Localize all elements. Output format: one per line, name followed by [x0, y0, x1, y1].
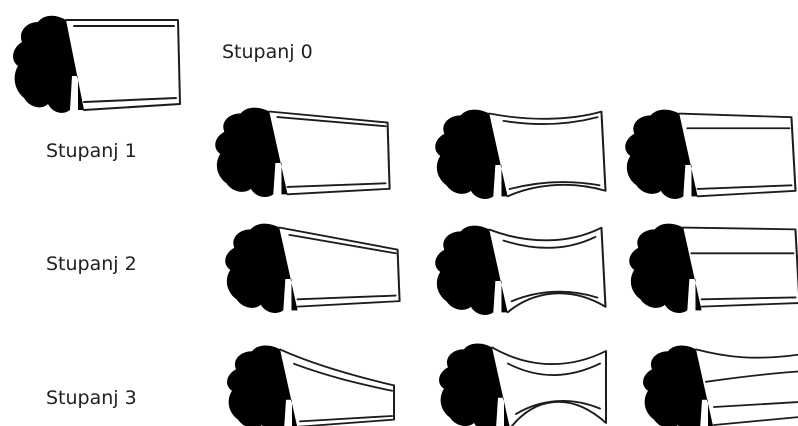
vertebra-grade-2-biconcave: [435, 226, 605, 315]
vertebra-grade-1-crush: [625, 110, 795, 199]
vertebra-grade-2-crush: [629, 224, 798, 313]
vertebra-grade-3-crush: [643, 346, 798, 426]
vertebra-grade-2-wedge: [225, 224, 399, 313]
grade-2-label: Stupanj 2: [46, 253, 137, 275]
vertebra-grade-3-biconcave: [439, 344, 606, 426]
vertebra-grade-1-biconcave: [435, 110, 605, 199]
vertebra-grade-3-wedge: [227, 346, 394, 426]
grade-1-label: Stupanj 1: [46, 140, 137, 162]
vertebra-grade-1-wedge: [215, 108, 389, 197]
grade-0-label: Stupanj 0: [222, 41, 313, 63]
grade-3-label: Stupanj 3: [46, 387, 137, 409]
vertebra-grade-0-normal: [13, 16, 180, 113]
